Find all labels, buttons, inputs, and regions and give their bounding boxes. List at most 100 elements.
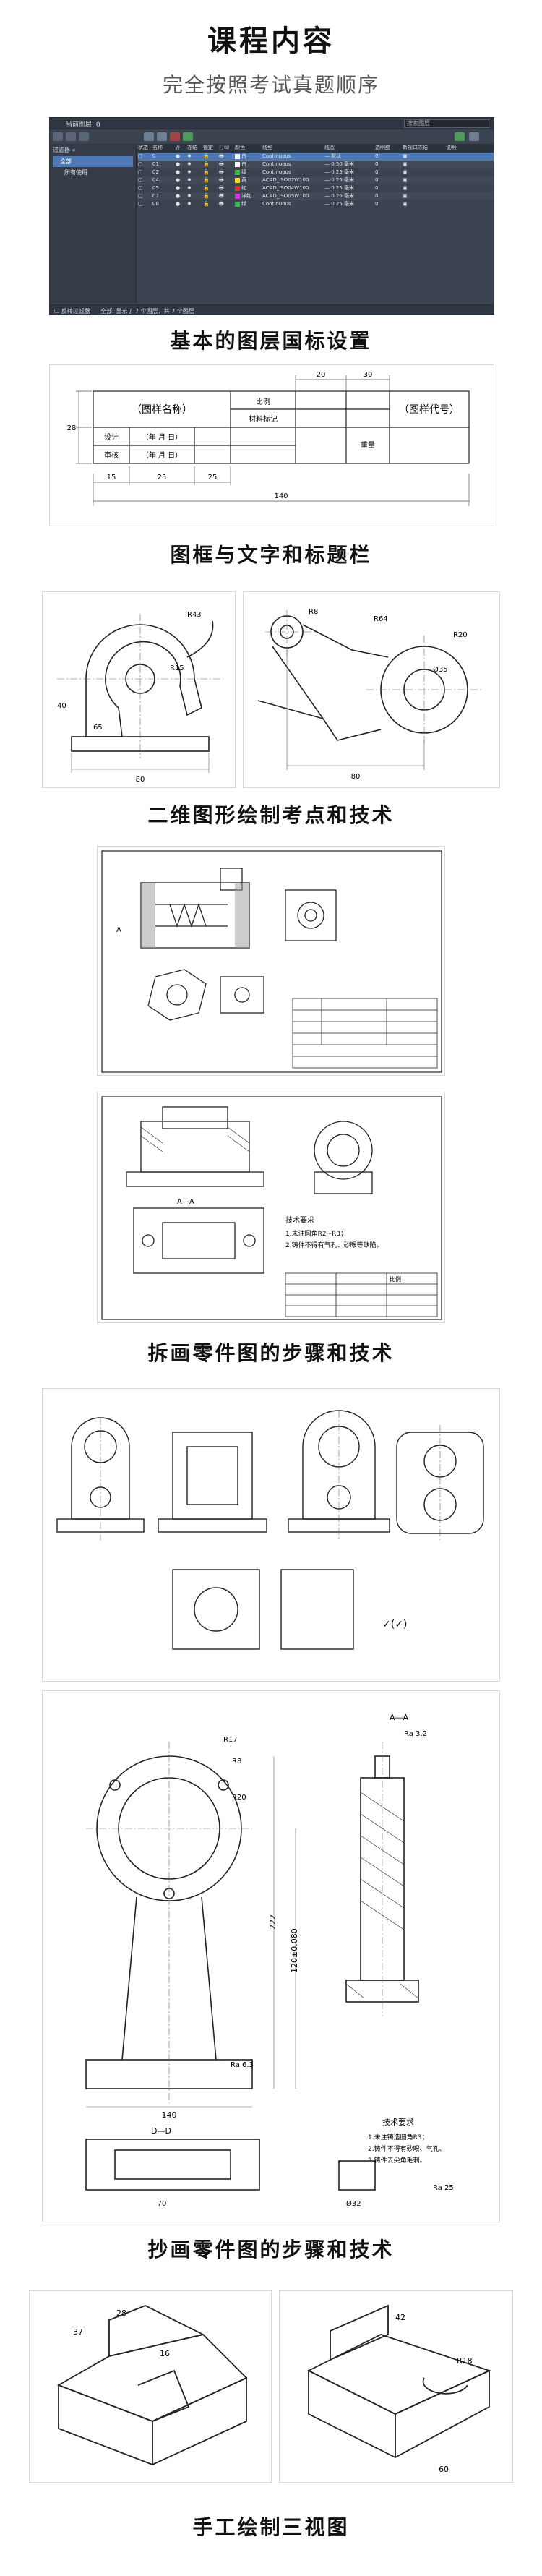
layer-lineweight[interactable]: — 默认 <box>324 153 342 159</box>
layer-freeze-icon[interactable]: ✹ <box>187 169 192 175</box>
layer-on-icon[interactable]: ● <box>176 193 181 199</box>
new-group-filter-icon[interactable] <box>66 132 76 141</box>
layer-transparency[interactable]: 0 <box>375 169 379 175</box>
layer-linetype[interactable]: Continuous <box>262 169 291 175</box>
filter-all-node[interactable]: 全部 <box>53 156 133 167</box>
set-current-icon[interactable] <box>183 132 193 141</box>
layer-linetype[interactable]: ACAD_ISO02W100 <box>262 177 309 183</box>
caption-title-block: 图框与文字和标题栏 <box>170 543 372 567</box>
layer-on-icon[interactable]: ● <box>176 169 181 175</box>
layer-freeze-icon[interactable]: ✹ <box>187 153 192 159</box>
layer-vp-freeze-icon[interactable]: ▣ <box>403 177 408 183</box>
layer-plot-icon[interactable]: 🖶 <box>219 161 224 167</box>
title-drawing-code: （图样代号） <box>399 404 460 416</box>
layer-lock-icon[interactable]: 🔓 <box>203 177 210 183</box>
layer-lineweight[interactable]: — 0.25 毫米 <box>324 201 355 207</box>
iso-svg-2: 42 R18 60 <box>306 2304 491 2474</box>
layer-lock-icon[interactable]: 🔓 <box>203 153 210 159</box>
layer-on-icon[interactable]: ● <box>176 185 181 191</box>
layer-freeze-icon[interactable]: ✹ <box>187 177 192 183</box>
layer-lineweight[interactable]: — 0.50 毫米 <box>324 161 355 167</box>
layer-freeze-icon[interactable]: ✹ <box>187 161 192 167</box>
layer-on-icon[interactable]: ● <box>176 161 181 167</box>
layer-color[interactable]: 绿 <box>235 168 262 178</box>
layer-linetype[interactable]: ACAD_ISO04W100 <box>262 185 309 191</box>
layer-linetype[interactable]: Continuous <box>262 201 291 207</box>
layer-plot-icon[interactable]: 🖶 <box>219 177 224 183</box>
layer-color-name: 黄 <box>241 177 246 183</box>
layer-lineweight[interactable]: — 0.25 毫米 <box>324 185 355 191</box>
iso-svg-1: 37 28 16 <box>56 2305 248 2465</box>
layer-color-name: 绿 <box>241 169 246 175</box>
filter-used-node[interactable]: 所有使用 <box>64 169 87 176</box>
layer-transparency[interactable]: 0 <box>375 185 379 191</box>
layer-linetype[interactable]: Continuous <box>262 153 291 159</box>
title-dim-140: 140 <box>274 492 288 500</box>
layer-lineweight[interactable]: — 0.25 毫米 <box>324 169 355 175</box>
layer-vp-freeze-icon[interactable]: ▣ <box>403 169 408 175</box>
layer-transparency[interactable]: 0 <box>375 177 379 183</box>
layer-freeze-icon[interactable]: ✹ <box>187 201 192 207</box>
layer-plot-icon[interactable]: 🖶 <box>219 153 224 159</box>
layer-transparency[interactable]: 0 <box>375 193 379 199</box>
layer-plot-icon[interactable]: 🖶 <box>219 169 224 175</box>
settings-icon[interactable] <box>469 132 479 141</box>
copy2-ra63: Ra 6.3 <box>231 2061 254 2069</box>
invert-filter-checkbox[interactable]: ☐ <box>54 308 61 314</box>
new-layer-frozen-icon[interactable] <box>157 132 167 141</box>
layer-lineweight[interactable]: — 0.25 毫米 <box>324 177 355 183</box>
layer-states-icon[interactable] <box>79 132 89 141</box>
new-property-filter-icon[interactable] <box>53 132 63 141</box>
title-date1: （年 月 日） <box>142 432 182 442</box>
layer-transparency[interactable]: 0 <box>375 153 379 159</box>
layer-plot-icon[interactable]: 🖶 <box>219 185 224 191</box>
copy2-tech-2: 2.铸件不得有砂眼、气孔、 <box>368 2144 446 2153</box>
copy2-label-aa: A—A <box>390 1713 409 1722</box>
layer-color[interactable]: 黄 <box>235 176 262 186</box>
title-dim-15a: 15 <box>107 474 116 482</box>
iso2-dim-60: 60 <box>439 2465 449 2474</box>
layer-lineweight[interactable]: — 0.25 毫米 <box>324 193 355 199</box>
layer-linetype[interactable]: Continuous <box>262 161 291 167</box>
layer-vp-freeze-icon[interactable]: ▣ <box>403 153 408 159</box>
layer-color[interactable]: 红 <box>235 184 262 194</box>
layer-freeze-icon[interactable]: ✹ <box>187 185 192 191</box>
new-layer-icon[interactable] <box>144 132 154 141</box>
page-title: 课程内容 <box>207 25 335 58</box>
layer-plot-icon[interactable]: 🖶 <box>219 193 224 199</box>
part-tech-note-2: 2.铸件不得有气孔、砂眼等缺陷。 <box>285 1241 383 1249</box>
layer-freeze-icon[interactable]: ✹ <box>187 193 192 199</box>
layer-color[interactable]: 白 <box>235 153 262 162</box>
part-scale-label: 比例 <box>390 1275 401 1283</box>
layer-color[interactable]: 白 <box>235 161 262 170</box>
layer-lock-icon[interactable]: 🔓 <box>203 185 210 191</box>
layer-lock-icon[interactable]: 🔓 <box>203 161 210 167</box>
layer-lock-icon[interactable]: 🔓 <box>203 169 210 175</box>
layer-color[interactable]: 绿 <box>235 200 262 210</box>
layer-on-icon[interactable]: ● <box>176 177 181 183</box>
layer-plot-icon[interactable]: 🖶 <box>219 201 224 207</box>
layer-on-icon[interactable]: ● <box>176 153 181 159</box>
refresh-icon[interactable] <box>455 132 465 141</box>
delete-layer-icon[interactable] <box>170 132 180 141</box>
layer-linetype[interactable]: ACAD_ISO05W100 <box>262 193 309 199</box>
layer-lock-icon[interactable]: 🔓 <box>203 201 210 207</box>
layer-lock-icon[interactable]: 🔓 <box>203 193 210 199</box>
layer-search-input[interactable]: 搜索图层 <box>404 119 489 128</box>
layer-vp-freeze-icon[interactable]: ▣ <box>403 161 408 167</box>
layer-vp-freeze-icon[interactable]: ▣ <box>403 201 408 207</box>
layer-color[interactable]: 洋红 <box>235 192 262 202</box>
layer-transparency[interactable]: 0 <box>375 201 379 207</box>
layer-status-icon: ▢ <box>138 201 143 207</box>
layer-vp-freeze-icon[interactable]: ▣ <box>403 185 408 191</box>
layer-transparency[interactable]: 0 <box>375 161 379 167</box>
layer-on-icon[interactable]: ● <box>176 201 181 207</box>
layer-vp-freeze-icon[interactable]: ▣ <box>403 193 408 199</box>
